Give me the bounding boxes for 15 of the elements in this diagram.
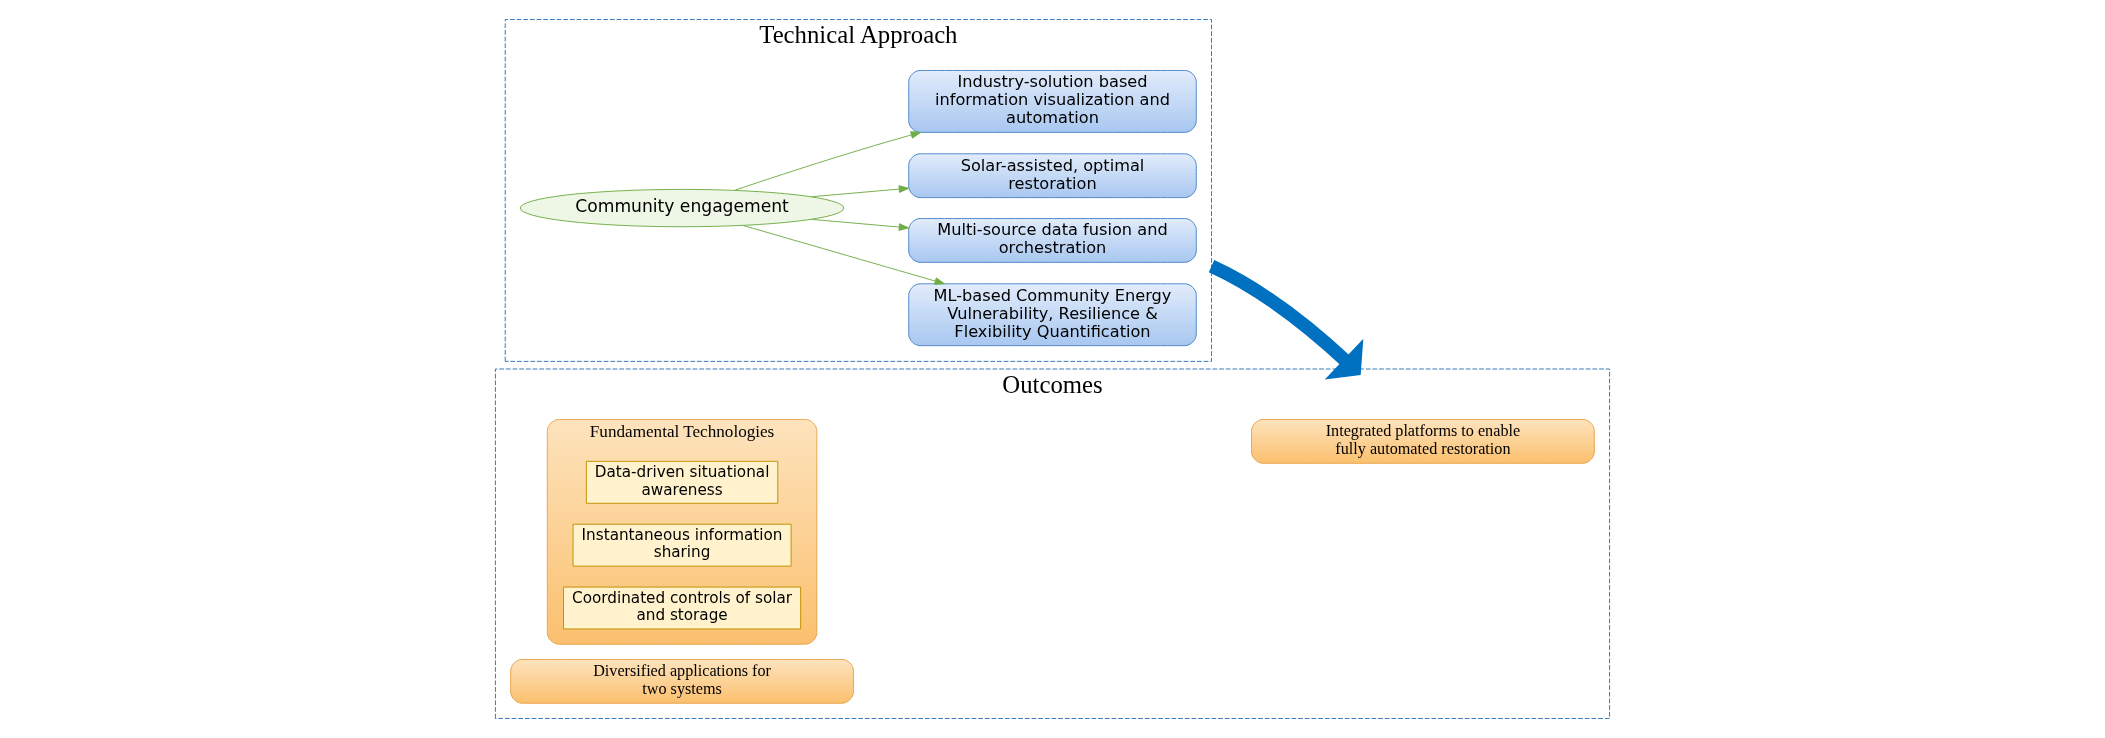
node-box: Data-driven situational awareness bbox=[585, 460, 779, 504]
arrow bbox=[811, 185, 910, 198]
node-ellipse: Community engagement bbox=[519, 188, 845, 228]
arrow bbox=[811, 218, 910, 231]
node-box: Coordinated controls of solar and storage bbox=[563, 586, 802, 630]
arrow bbox=[734, 131, 922, 191]
arrow bbox=[743, 225, 945, 285]
node-box: Solar-assisted, optimal restoration bbox=[908, 153, 1197, 199]
node-box: Integrated platforms to enable fully automated restoration bbox=[1251, 419, 1595, 464]
node-box: Industry-solution based information visualization and automation bbox=[908, 70, 1197, 133]
node-box: Diversified applications for two systems bbox=[510, 658, 854, 704]
node-box: Instantaneous information sharing bbox=[572, 523, 792, 567]
node-box: ML-based Community Energy Vulnerability, Resilience & Flexibility Quantification bbox=[908, 283, 1197, 347]
arrow bbox=[1208, 260, 1364, 380]
node-box: Multi-source data fusion and orchestration bbox=[908, 218, 1197, 263]
